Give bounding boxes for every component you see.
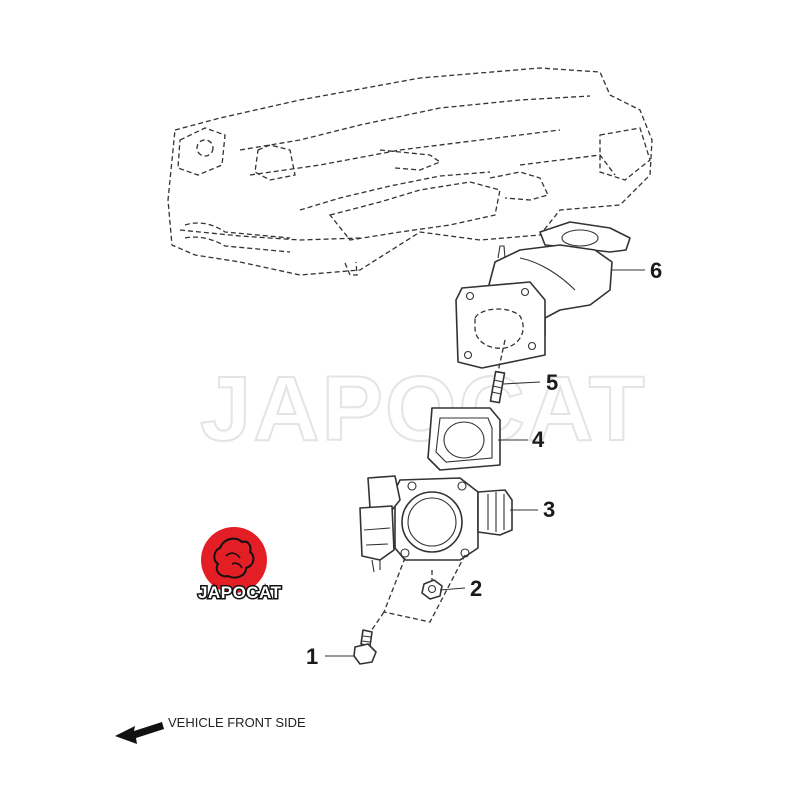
- callout-leaders: [325, 269, 645, 657]
- engine-intake-manifold: [167, 67, 653, 276]
- cat-icon: [213, 537, 255, 579]
- japocat-logo: JAPOCAT: [197, 527, 283, 604]
- watermark-text: JAPOCAT: [200, 358, 647, 460]
- callout-6: 6: [650, 258, 662, 283]
- logo-red-circle: [201, 527, 267, 593]
- callout-5: 5: [546, 370, 558, 395]
- callout-1: 1: [306, 644, 318, 669]
- cat-detail: [225, 552, 243, 569]
- vehicle-front-indicator: VEHICLE FRONT SIDE: [115, 715, 306, 744]
- part-3-throttle-body: [359, 475, 513, 573]
- vehicle-front-label: VEHICLE FRONT SIDE: [168, 715, 306, 730]
- part-2-nut: [421, 579, 443, 600]
- callout-2: 2: [470, 576, 482, 601]
- part-5-stud: [489, 339, 506, 404]
- logo-text: JAPOCAT: [198, 583, 282, 602]
- part-1-bolt: [353, 629, 377, 665]
- part-6-intake-connector: [455, 221, 631, 369]
- part-4-gasket: [427, 407, 501, 471]
- callout-3: 3: [543, 497, 555, 522]
- callout-4: 4: [532, 427, 545, 452]
- arrow-left-icon: [115, 722, 164, 744]
